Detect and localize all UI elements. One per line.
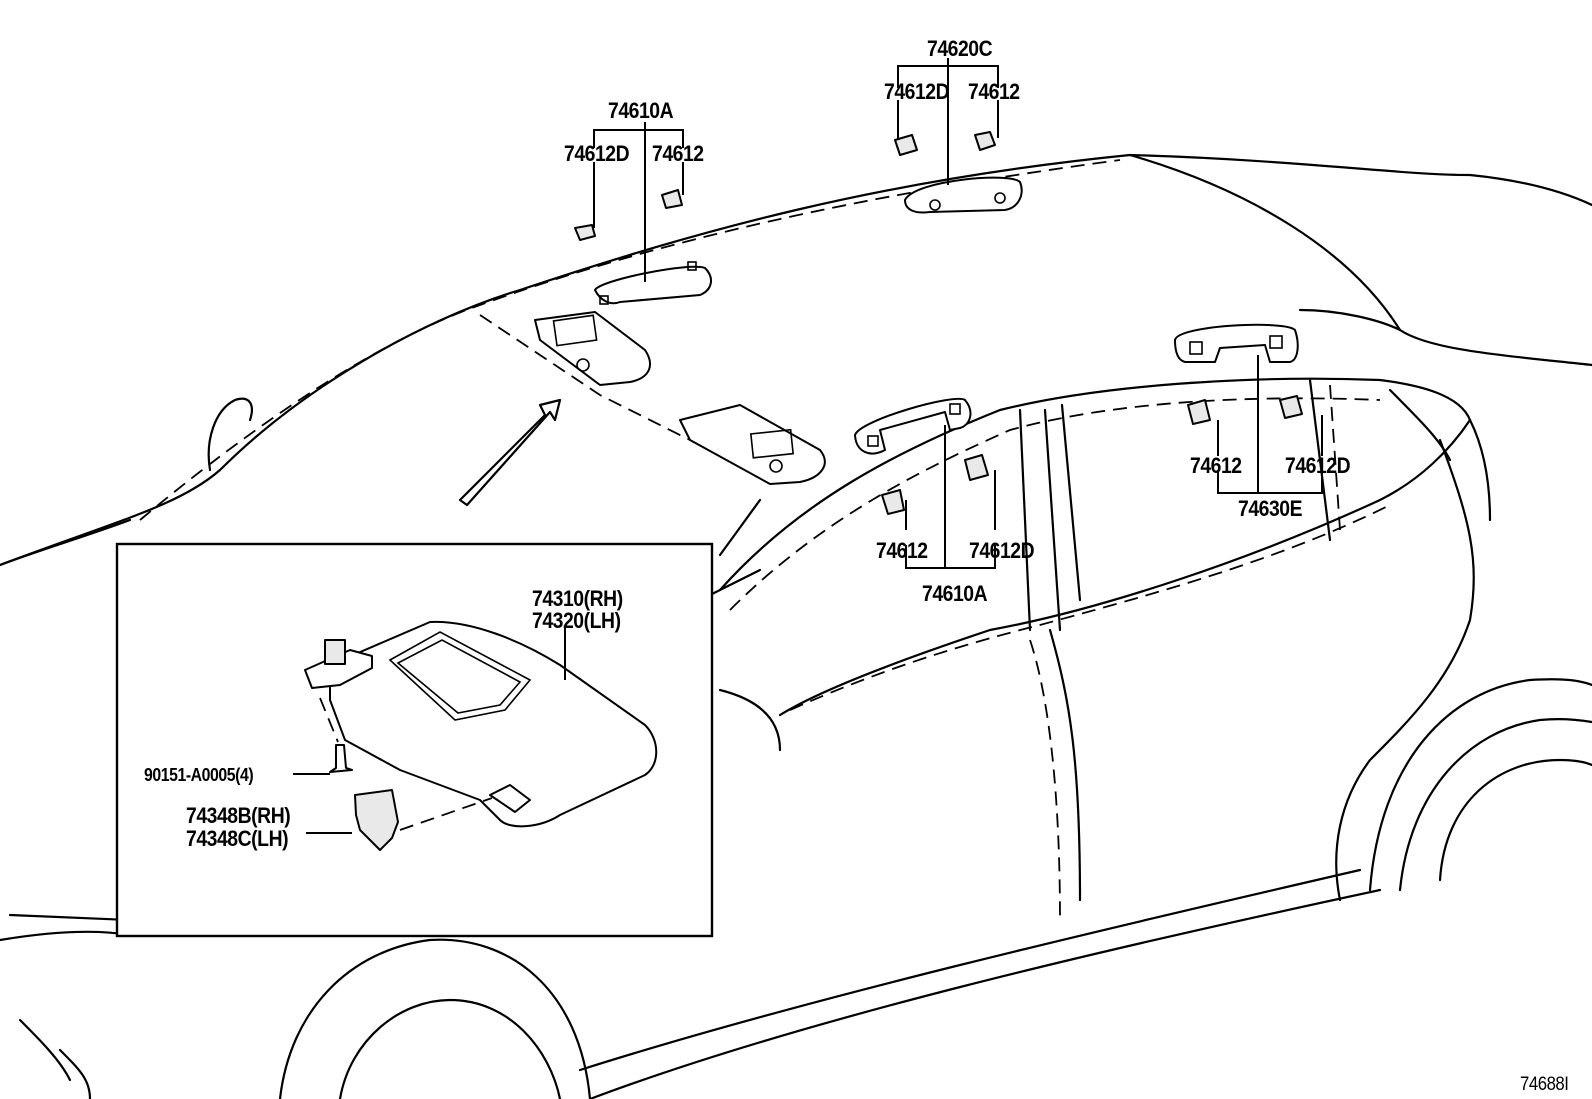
label-visor-lh: 74320(LH) xyxy=(532,608,621,633)
inset-box xyxy=(115,542,714,938)
sun-visor-front-right xyxy=(679,404,826,485)
leader-lines xyxy=(593,58,1323,569)
clips xyxy=(574,131,1303,515)
assist-grip-rear xyxy=(1174,323,1299,363)
figure-id: 74688I xyxy=(1520,1074,1569,1095)
label-74612D-mid: 74612D xyxy=(969,538,1035,563)
label-74612-roof-rear: 74612 xyxy=(968,79,1020,104)
label-74612D-roof-rear: 74612D xyxy=(884,79,950,104)
label-74610A-top: 74610A xyxy=(608,98,674,123)
assist-grip-mid xyxy=(854,397,972,455)
label-74620C: 74620C xyxy=(927,36,993,61)
label-74612D-top: 74612D xyxy=(564,141,630,166)
label-74612D-rear: 74612D xyxy=(1285,453,1351,478)
label-screw: 90151-A0005(4) xyxy=(144,765,254,785)
label-holder-lh: 74348C(LH) xyxy=(186,826,289,851)
label-74630E: 74630E xyxy=(1238,496,1303,521)
car-body-outline xyxy=(0,153,1592,1099)
label-74612-rear: 74612 xyxy=(1190,453,1242,478)
sun-visor-front-left xyxy=(534,311,651,386)
label-holder-rh: 74348B(RH) xyxy=(186,803,291,828)
label-74612-top: 74612 xyxy=(652,141,704,166)
label-74612-mid: 74612 xyxy=(876,538,928,563)
label-visor-rh: 74310(RH) xyxy=(532,586,623,611)
label-74610A-mid: 74610A xyxy=(922,581,988,606)
assist-grip-front-left xyxy=(594,261,712,305)
